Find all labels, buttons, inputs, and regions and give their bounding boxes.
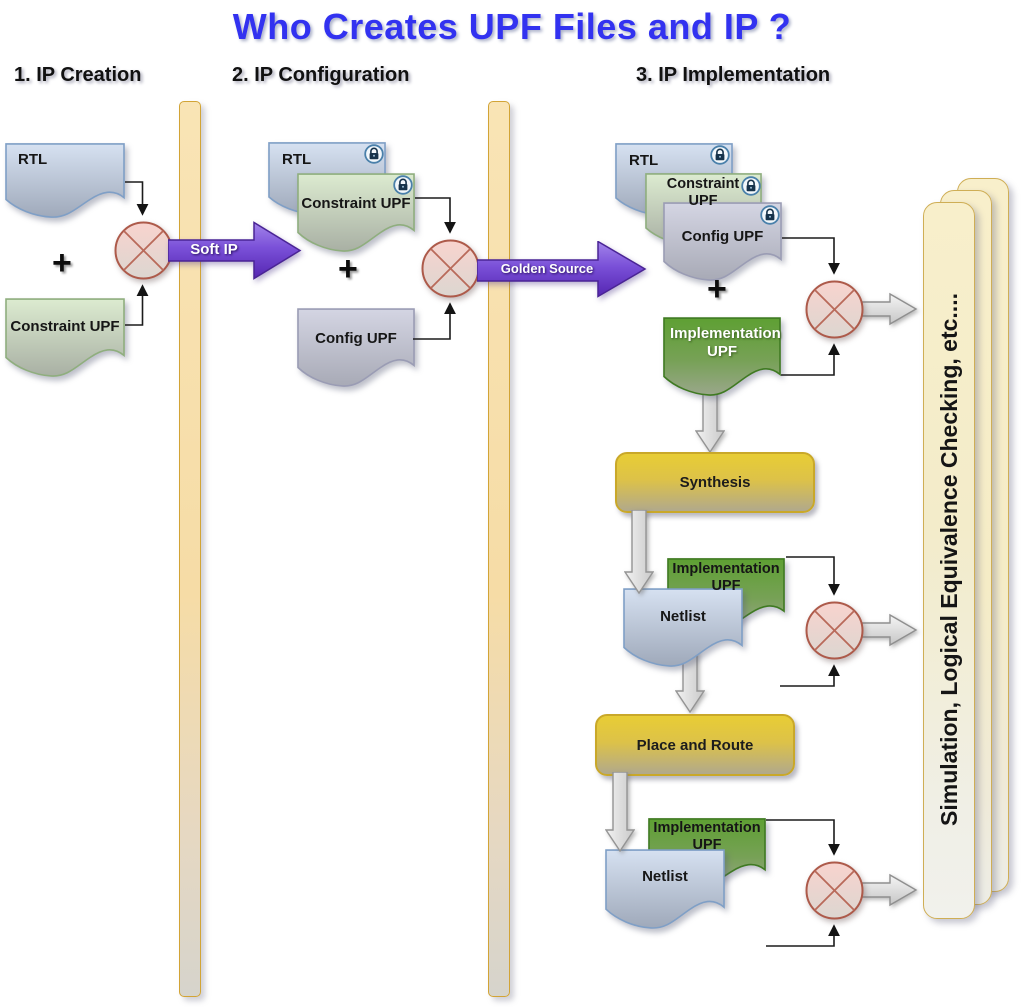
golden-source-arrow <box>477 241 647 298</box>
place-and-route-box: Place and Route <box>595 714 795 776</box>
lock-icon-config-s3 <box>760 205 780 225</box>
right-arrow-top-to-panel <box>862 292 918 326</box>
implementation-label-mid: Implementation UPF <box>672 561 780 594</box>
document-netlist-bottom <box>605 849 725 930</box>
config-label-s2: Config UPF <box>315 330 397 347</box>
heading-ip-creation: 1. IP Creation <box>14 64 142 86</box>
rtl-label-s3: RTL <box>629 152 659 169</box>
merge-circle-s2 <box>421 239 480 298</box>
document-constraint-s1 <box>5 298 125 378</box>
page-title: Who Creates UPF Files and IP ? <box>232 6 792 47</box>
netlist-label-bottom: Netlist <box>642 868 688 885</box>
document-constraint-s2 <box>297 173 415 253</box>
implementation-label-bottom: Implementation UPF <box>653 820 761 853</box>
constraint-label-s2: Constraint UPF <box>301 195 411 212</box>
down-arrow-netlist-to-pnr <box>675 650 705 713</box>
soft-ip-label: Soft IP <box>190 241 238 258</box>
lock-icon-rtl-s3 <box>710 145 730 165</box>
document-config-s3 <box>663 202 782 282</box>
document-netlist-mid <box>623 588 743 668</box>
merge-circle-s3-top <box>805 280 864 339</box>
place-and-route-label: Place and Route <box>636 736 754 754</box>
constraint-label-s3: Constraint UPF <box>666 176 740 209</box>
config-label-s3: Config UPF <box>681 228 764 245</box>
heading-ip-configuration: 2. IP Configuration <box>232 64 410 86</box>
down-arrow-pnr-to-netlist <box>605 772 635 852</box>
constraint-label-s1: Constraint UPF <box>10 318 120 335</box>
document-implementation-s3 <box>663 317 781 397</box>
document-config-s2 <box>297 308 415 388</box>
right-arrow-mid-to-panel <box>862 613 918 647</box>
plus-s2: + <box>338 250 358 288</box>
lock-icon-constraint-s2 <box>393 175 413 195</box>
document-rtl-s1 <box>5 143 125 219</box>
golden-source-label: Golden Source <box>500 261 594 276</box>
right-arrow-bottom-to-panel <box>862 873 918 907</box>
boundary-bar-2 <box>488 101 510 997</box>
netlist-label-mid: Netlist <box>660 608 706 625</box>
down-arrow-synthesis-to-netlist <box>624 510 654 594</box>
implementation-label-s3: Implementation UPF <box>670 325 781 360</box>
soft-ip-arrow <box>168 221 302 280</box>
synthesis-box: Synthesis <box>615 452 815 513</box>
boundary-bar-1 <box>179 101 201 997</box>
rtl-label-s2: RTL <box>282 151 312 168</box>
rtl-label-s1: RTL <box>18 151 48 168</box>
verification-panel-front <box>923 202 975 919</box>
lock-icon-constraint-s3 <box>741 176 761 196</box>
synthesis-label: Synthesis <box>679 474 751 491</box>
lock-icon-rtl-s2 <box>364 144 384 164</box>
plus-s1: + <box>52 244 72 282</box>
merge-circle-s3-bottom <box>805 861 864 920</box>
down-arrow-impl-to-synthesis <box>695 391 725 453</box>
merge-circle-s3-mid <box>805 601 864 660</box>
heading-ip-implementation: 3. IP Implementation <box>636 64 831 86</box>
plus-s3: + <box>707 270 727 308</box>
